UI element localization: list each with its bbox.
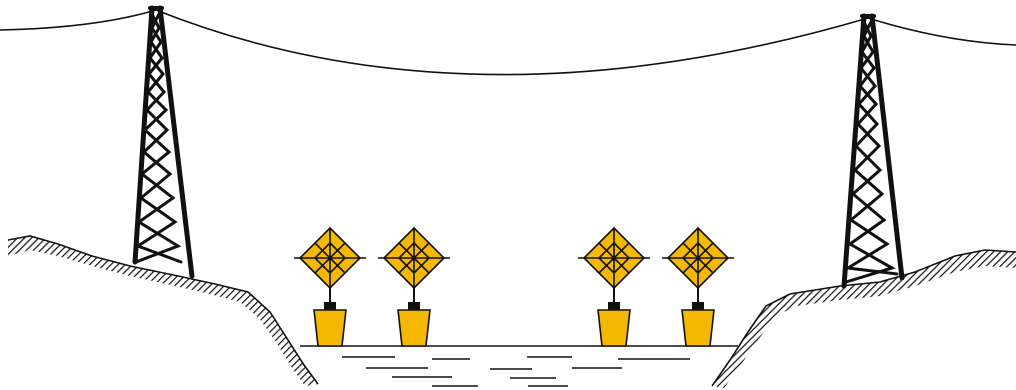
- buoy-base: [314, 310, 346, 346]
- marker-buoy: [378, 228, 450, 346]
- river: [300, 346, 738, 386]
- buoy-cap: [324, 302, 336, 310]
- marker-buoy: [662, 228, 734, 346]
- water-ripples: [342, 357, 690, 386]
- left-bank: [8, 236, 318, 386]
- left-tower: [135, 8, 192, 276]
- marker-buoy: [578, 228, 650, 346]
- marker-buoy: [294, 228, 366, 346]
- right-tower: [844, 16, 902, 286]
- diamond-lines: [294, 228, 366, 288]
